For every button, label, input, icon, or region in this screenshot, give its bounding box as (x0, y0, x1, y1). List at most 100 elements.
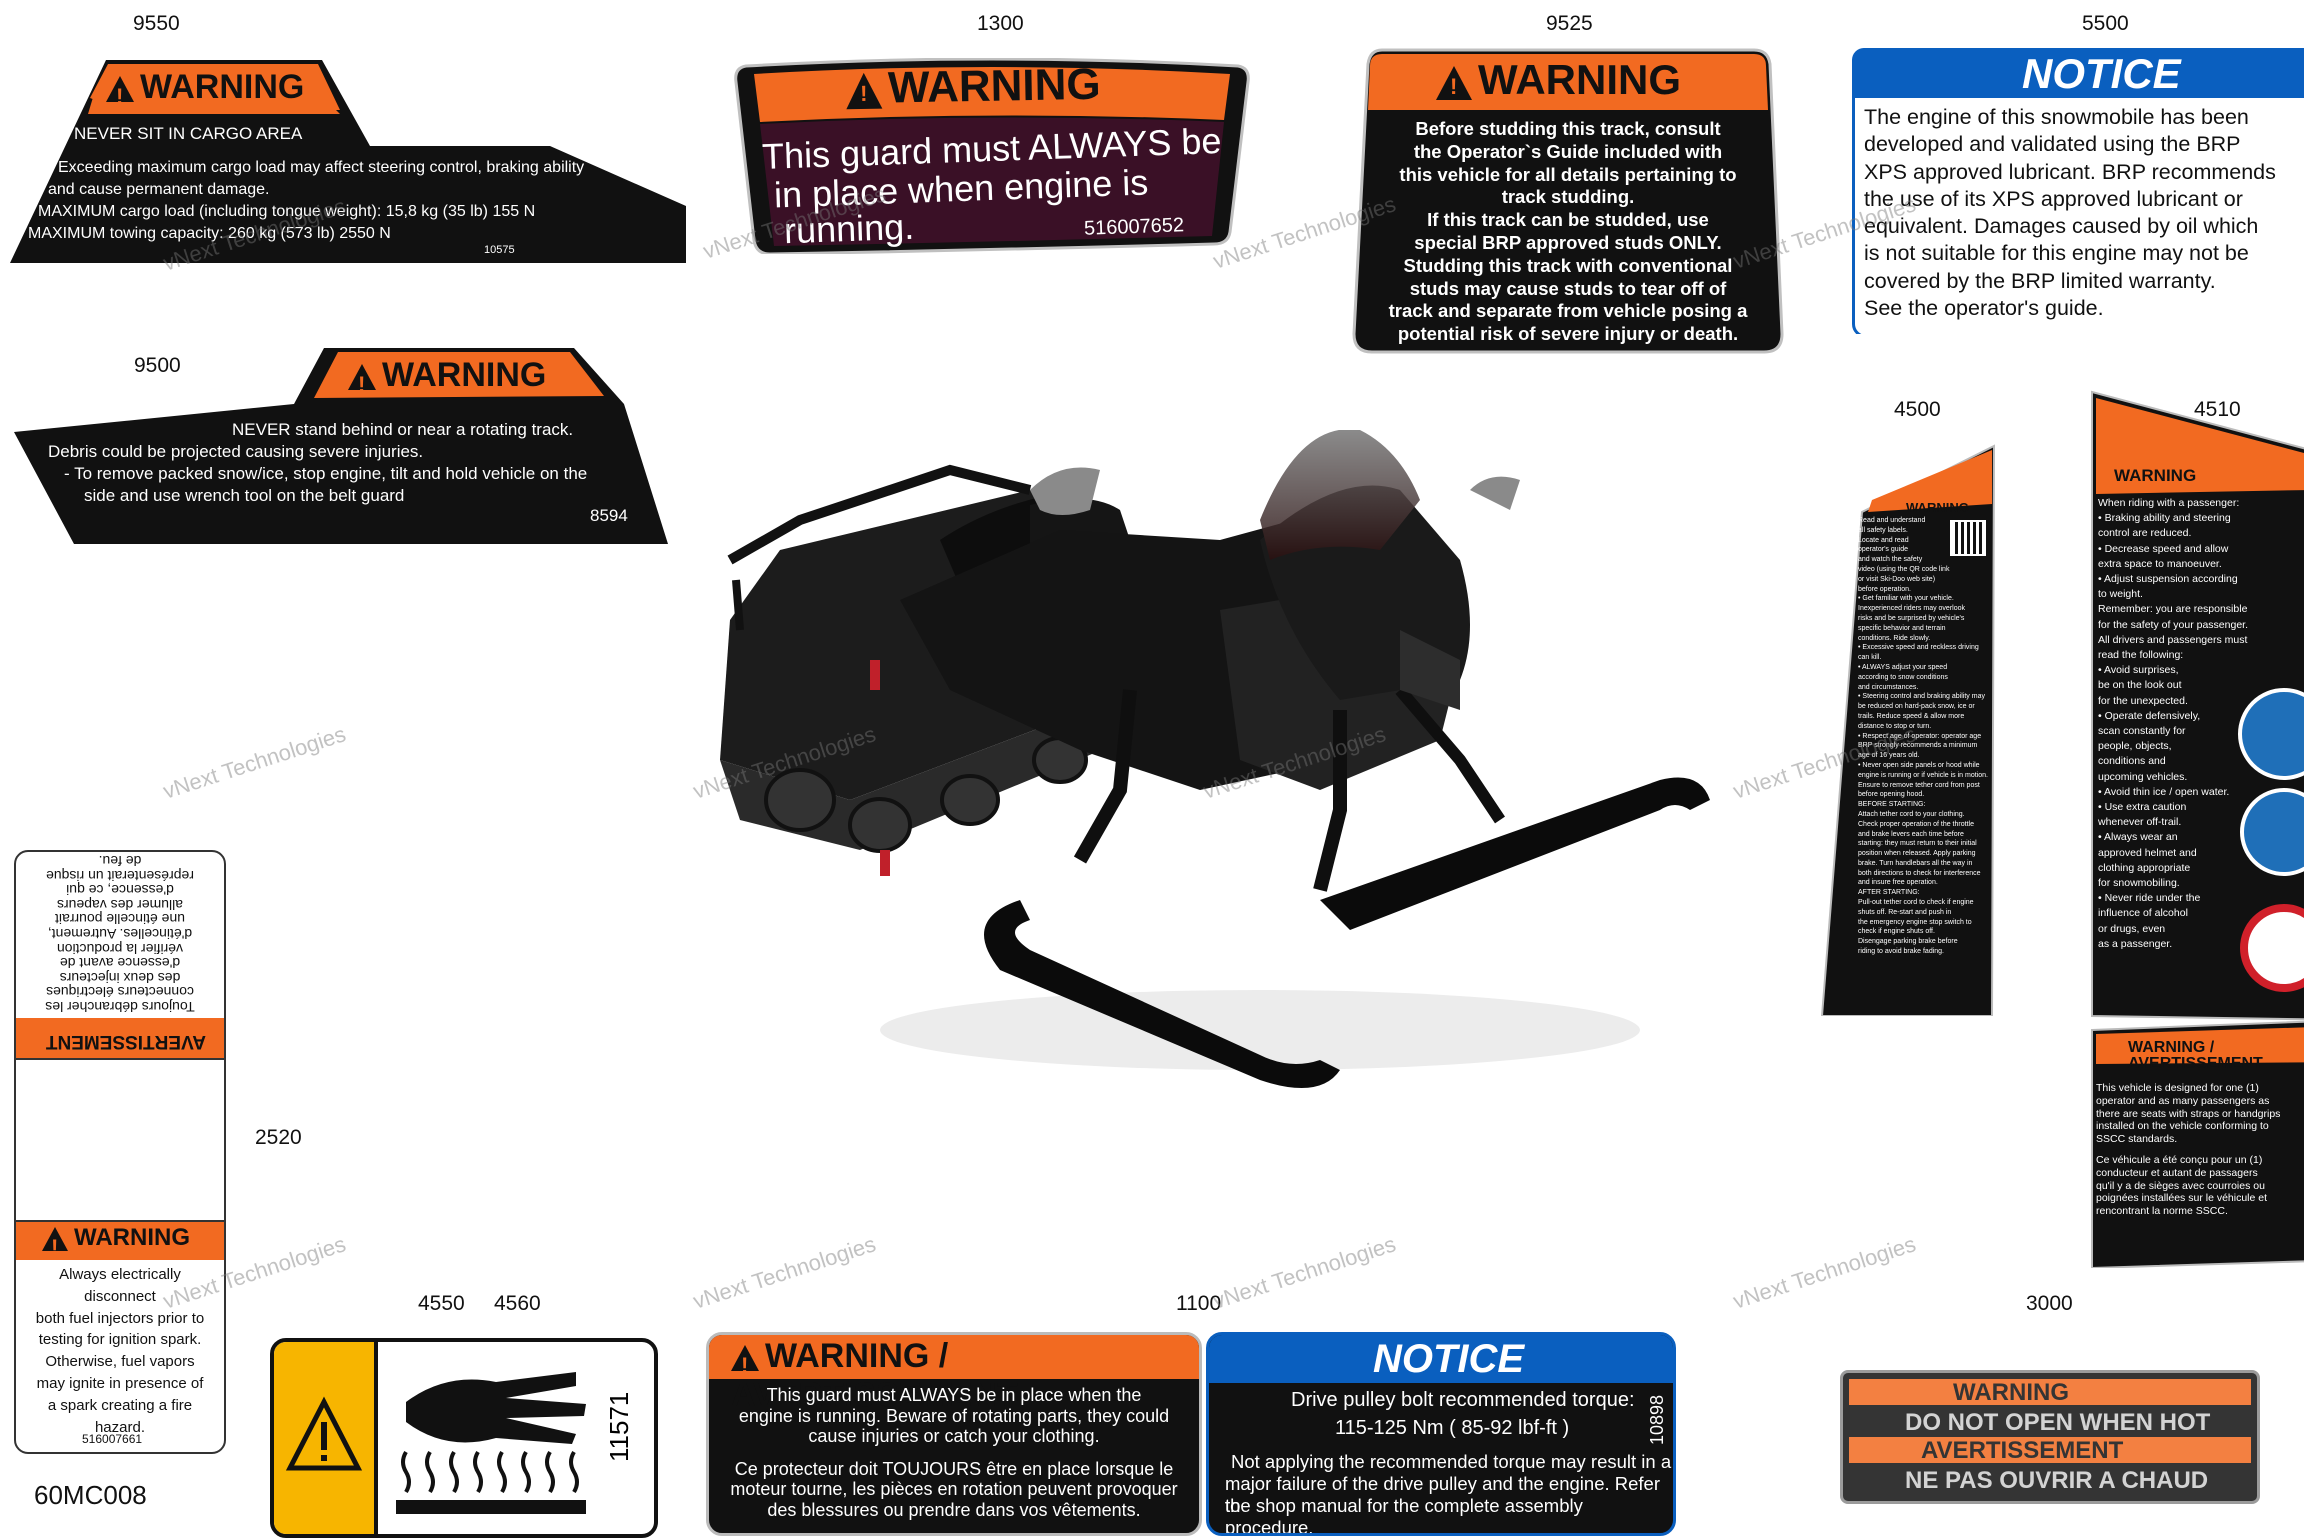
label-4500-line: • Respect age of operator: operator age (1858, 732, 1982, 740)
label-4500-shape (1820, 444, 1996, 1016)
label-5500-line: covered by the BRP limited warranty. (1864, 268, 2216, 293)
label-4500-line: age of 16 years old. (1858, 752, 1920, 760)
watermark-line1: vNext Technologies (160, 721, 349, 804)
label-4510-line: • Decrease speed and allow (2098, 542, 2229, 555)
label-5500-line: equivalent. Damages caused by oil which (1864, 214, 2259, 239)
label-3000-line1: WARNING (1953, 1379, 2069, 1406)
label-9550-line3: MAXIMUM cargo load (including tongue wei… (38, 203, 536, 220)
label-4500-line: distance to stop or turn. (1858, 722, 1932, 730)
label-5500-line: XPS approved lubricant. BRP recommends (1864, 159, 2276, 184)
label-1100a-line: des blessures ou prendre dans vos vêteme… (767, 1499, 1141, 1520)
label-9525-line: potential risk of severe injury or death… (1397, 323, 1739, 345)
label-4510-line2: Ce véhicule a été conçu pour un (1) (2096, 1153, 2263, 1166)
label-9550-heading: WARNING (140, 68, 305, 106)
label-4510-line: • Braking ability and steering (2098, 512, 2231, 525)
label-9500-shape (14, 348, 668, 544)
label-1100a-line: engine is running. Beware of rotating pa… (738, 1405, 1170, 1426)
label-9525-heading: WARNING (1478, 56, 1681, 103)
label-5500-line: See the operator's guide. (1864, 296, 2104, 321)
label-4510-line: read the following: (2098, 649, 2184, 662)
label-1100-notice: NOTICE Drive pulley bolt recommended tor… (1206, 1332, 1676, 1536)
label-4510-line: • Avoid thin ice / open water. (2098, 785, 2230, 798)
label-9500-line2: Debris could be projected causing severe… (48, 442, 424, 461)
label-4500-line: BRP strongly recommends a minimum (1858, 742, 1978, 750)
label-2520-line: hazard. (94, 1418, 146, 1436)
label-4500-line: brake. Turn handlebars all the way in (1858, 859, 1973, 867)
rider-pictogram-icon (2238, 688, 2304, 780)
label-4500-line: Check proper operation of the throttle (1858, 820, 1974, 828)
label-4500-line: before operation. (1858, 585, 1911, 593)
part-number-4550: 4550 (418, 1292, 465, 1315)
label-4500-line: and watch the safety (1858, 556, 1923, 564)
label-4510-line: All drivers and passengers must (2098, 633, 2248, 646)
label-4550: 11571 (270, 1338, 658, 1538)
label-4500-line: operator's guide (1858, 546, 1908, 554)
label-4500-line: Attach tether cord to your clothing. (1858, 810, 1965, 818)
label-2520-line-top: d'essence, ce qui (66, 882, 174, 899)
label-1300-line3: running. (783, 205, 915, 252)
label-2520-heading-top: AVERTISSEMENT (45, 1031, 206, 1052)
label-5500-line: developed and validated using the BRP (1864, 132, 2241, 157)
warning-icon (845, 72, 883, 110)
label-4510-line2: operator and as many passengers as (2096, 1094, 2270, 1107)
label-9525-line: this vehicle for all details pertaining … (1399, 163, 1737, 185)
label-2520-line-top: Toujours débrancher les (45, 999, 195, 1015)
part-number-9525: 9525 (1546, 12, 1593, 35)
label-1100a-line: This guard must ALWAYS be in place when … (766, 1385, 1142, 1405)
label-4500-line: trails. Reduce speed & allow more (1858, 712, 1965, 720)
label-9550-line4: MAXIMUM towing capacity: 260 kg (573 lb)… (28, 225, 391, 242)
label-9525-shape (1352, 48, 1784, 354)
label-4510-line: • Never ride under the (2098, 892, 2201, 905)
label-2520-code: 516007661 (82, 1432, 143, 1446)
label-5500-line: is not suitable for this engine may not … (1864, 241, 2249, 266)
label-2520-line: both fuel injectors prior to (35, 1309, 205, 1327)
label-4510-line: people, objects, (2098, 740, 2172, 753)
label-2520-line: a spark creating a fire (47, 1396, 193, 1414)
label-9525-line: track studding. (1501, 186, 1635, 208)
label-9525-line: studs may cause studs to tear off of (1409, 277, 1727, 299)
label-2520-line-top: des deux injecteurs (59, 969, 181, 986)
label-1100a-body: This guard must ALWAYS be in place when … (709, 1385, 1199, 1520)
label-4500-line: • Excessive speed and reckless driving (1858, 644, 1979, 652)
label-4510-line: scan constantly for (2098, 725, 2186, 738)
label-9500-code: 8594 (590, 506, 628, 525)
label-4500-line: conditions. Ride slowly. (1858, 634, 1931, 642)
label-4500-line: both directions to check for interferenc… (1858, 869, 1981, 877)
label-2520-heading: WARNING (74, 1224, 190, 1251)
part-number-9500: 9500 (134, 354, 181, 377)
label-4500-line: • Steering control and braking ability m… (1858, 693, 1985, 701)
label-4510-body2: This vehicle is designed for one (1) ope… (2096, 1082, 2304, 1218)
watermark-line1: vNext Technologies (1730, 1231, 1919, 1314)
label-4510-line: extra space to manoeuver. (2098, 557, 2222, 570)
label-4510-shape (2091, 390, 2304, 1268)
label-3000-line4: NE PAS OUVRIR A CHAUD (1905, 1467, 2209, 1494)
label-4500-line: before opening hood. (1858, 791, 1925, 799)
label-4510-line2: there are seats with straps or handgrips (2096, 1107, 2281, 1120)
label-4500-line: • Get familiar with your vehicle. (1858, 595, 1954, 603)
label-4500-line: • Never open side panels or hood while (1858, 761, 1980, 769)
label-9550-line2: and cause permanent damage. (48, 181, 270, 198)
label-4500-line: can kill. (1858, 654, 1882, 662)
label-4500-line: Inexperienced riders may overlook (1858, 605, 1965, 613)
diagram-code: 60MC008 (34, 1480, 147, 1510)
label-2520-body: Always electrically disconnect both fuel… (16, 1264, 224, 1438)
label-4500: WARNING Read and understand all safety l… (1802, 444, 1998, 1016)
label-1100b-code: 10898 (1647, 1394, 1667, 1445)
label-2520-line-top: une étincelle pourrait (55, 911, 185, 928)
label-1100b-heading: NOTICE (1373, 1337, 1525, 1381)
label-4510-line: for the unexpected. (2098, 694, 2188, 707)
label-4510-line: • Use extra caution (2098, 801, 2187, 814)
label-1100-guard: WARNING / AVERTISSEMENT This guard must … (706, 1332, 1202, 1536)
part-number-4500: 4500 (1894, 398, 1941, 421)
label-2520-line-top: d'essence avant de (59, 955, 181, 972)
label-4500-line: Ensure to remove tether cord from post (1858, 781, 1980, 789)
label-4510-line: to weight. (2098, 588, 2143, 601)
label-4510-body: When riding with a passenger: • Braking … (2098, 496, 2298, 952)
label-4510-line: • Operate defensively, (2098, 709, 2201, 722)
label-1100b-line4: major failure of the drive pulley and th… (1225, 1473, 1661, 1516)
label-1300-heading: WARNING (887, 59, 1102, 113)
label-5500-body: The engine of this snowmobile has been d… (1864, 104, 2276, 322)
label-4510-line: When riding with a passenger: (2098, 497, 2240, 509)
label-9550-subheading: NEVER SIT IN CARGO AREA (74, 124, 303, 143)
label-9500-heading: WARNING (382, 356, 547, 394)
